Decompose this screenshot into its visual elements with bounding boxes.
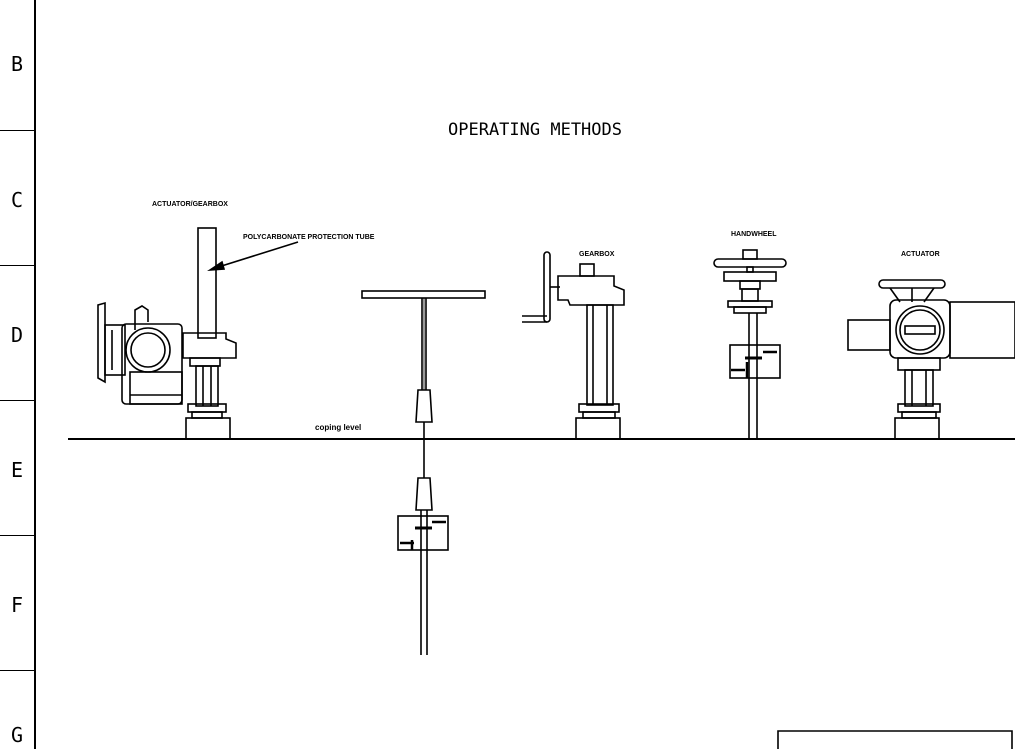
row-divider [0, 400, 36, 401]
row-letter-c: C [10, 188, 24, 212]
handwheel-label: HANDWHEEL [731, 231, 777, 238]
row-divider [0, 265, 36, 266]
row-divider [0, 670, 36, 671]
actuator-gearbox-label: ACTUATOR/GEARBOX [152, 201, 228, 208]
gearbox-unit: GEARBOX [522, 251, 625, 440]
drawing-row-ruler: B C D E F G [0, 0, 36, 749]
row-divider [0, 535, 36, 536]
row-letter-d: D [10, 323, 24, 347]
actuator-gearbox-unit: ACTUATOR/GEARBOX POLYCARBONATE PROTECTIO… [97, 201, 375, 440]
actuator-label: ACTUATOR [901, 251, 940, 258]
coping-level-label: coping level [315, 423, 361, 432]
actuator-unit: ACTUATOR [847, 251, 1015, 440]
row-letter-b: B [10, 52, 24, 76]
row-letter-f: F [10, 593, 24, 617]
row-letter-e: E [10, 458, 24, 482]
protection-tube-label: POLYCARBONATE PROTECTION TUBE [243, 234, 375, 241]
gearbox-label: GEARBOX [579, 251, 615, 258]
drawing-title: OPERATING METHODS [448, 120, 622, 140]
row-divider [0, 130, 36, 131]
row-letter-g: G [10, 723, 24, 747]
handwheel-unit: HANDWHEEL [713, 231, 787, 439]
title-block-frame [777, 730, 1013, 749]
extension-spindle-unit [361, 290, 486, 655]
